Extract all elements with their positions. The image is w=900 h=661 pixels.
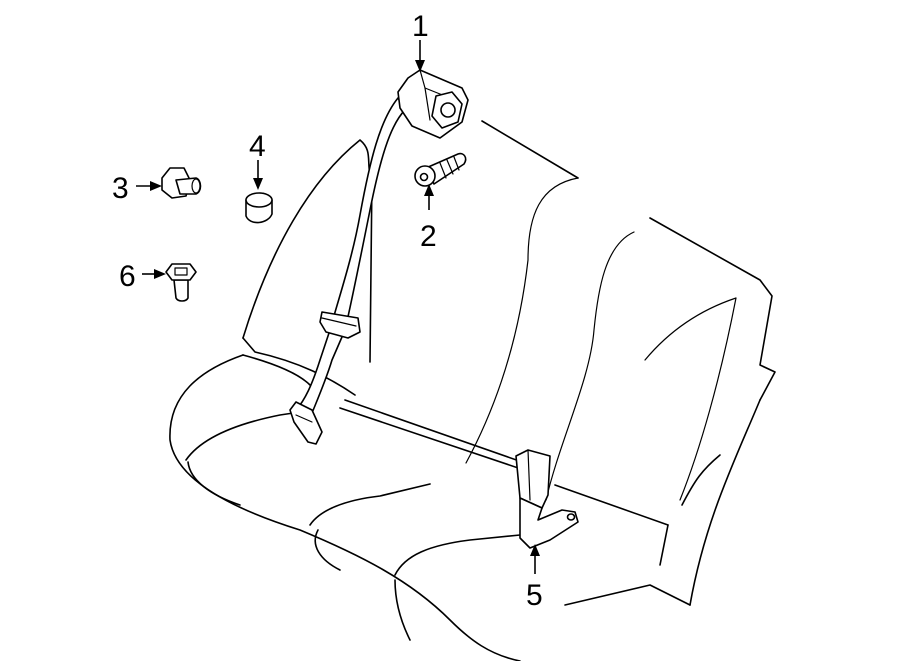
shoulder-bolt	[161, 167, 202, 199]
callout-1: 1	[412, 10, 429, 43]
callout-3: 3	[112, 172, 129, 205]
callout-4: 4	[249, 130, 266, 163]
cap	[245, 192, 273, 224]
callout-2: 2	[420, 220, 437, 253]
callout-arrows	[136, 40, 540, 574]
callout-6: 6	[119, 260, 136, 293]
callout-5: 5	[526, 579, 543, 612]
seat-belt-retractor	[289, 69, 469, 445]
seat-cushion	[169, 354, 691, 661]
small-bolt	[165, 263, 197, 302]
seat-belt-buckle	[515, 449, 579, 549]
seat-back	[242, 120, 776, 606]
mounting-bolt	[414, 152, 467, 187]
